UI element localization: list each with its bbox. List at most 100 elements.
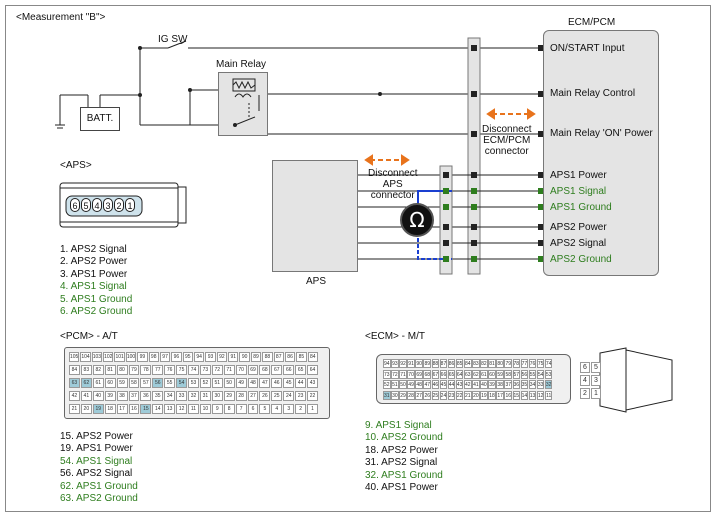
ecm-pin: 23 [447, 390, 456, 400]
pcm-pin: 72 [211, 365, 223, 375]
ecm-side-pin: 5 [591, 362, 601, 373]
pcm-pin: 78 [140, 365, 152, 375]
pcm-pin: 50 [223, 378, 235, 388]
ecm-pin: 76 [528, 359, 537, 368]
diagram-frame [5, 5, 711, 512]
pcm-pin: 83 [80, 365, 92, 375]
pin-list-item: 3. APS1 Power [60, 268, 128, 280]
ecm-pin: 63 [463, 369, 472, 379]
pin-list-item: 63. APS2 Ground [60, 493, 138, 504]
ecm-pin: 38 [496, 380, 504, 389]
aps-title: <APS> [60, 160, 92, 171]
pcm-pin: 56 [152, 378, 164, 388]
pcm-pin: 91 [228, 352, 239, 362]
pcm-pin: 96 [171, 352, 182, 362]
pcm-pin: 52 [199, 378, 211, 388]
pcm-pin: 43 [307, 378, 318, 388]
ecm-pin: 14 [520, 390, 529, 400]
ecm-pin: 82 [480, 359, 488, 368]
pcm-pin: 66 [283, 365, 295, 375]
ecm-pin-label: APS1 Ground [550, 202, 612, 213]
pcm-pin: 24 [283, 391, 295, 401]
pcm-pin: 84 [69, 365, 80, 375]
ecm-pin: 15 [512, 390, 521, 400]
pcm-pin: 94 [194, 352, 205, 362]
pin-list-item: 19. APS1 Power [60, 443, 133, 455]
ecm-pin: 44 [447, 380, 456, 389]
pcm-pin: 14 [152, 404, 164, 414]
pcm-pin: 100 [125, 352, 137, 362]
ecm-title: ECM/PCM [568, 17, 616, 28]
aps-connector-pin: 5 [81, 198, 91, 212]
ecm-pin: 52 [383, 380, 391, 389]
ecm-pin: 21 [463, 390, 472, 400]
ecm-side-pin: 1 [591, 388, 601, 399]
pcm-pin: 48 [247, 378, 259, 388]
pcm-pin: 18 [104, 404, 116, 414]
ecm-pin: 19 [480, 390, 488, 400]
ecm-pin: 94 [383, 359, 391, 368]
ecm-pin: 70 [407, 369, 415, 379]
pcm-pin: 74 [188, 365, 199, 375]
pcm-pin: 54 [176, 378, 188, 388]
pin-list-item: 62. APS1 Ground [60, 480, 138, 492]
ecm-pin: 60 [488, 369, 496, 379]
ecm-pin: 40 [480, 380, 488, 389]
pcm-pin: 17 [116, 404, 128, 414]
ecm-pin: 84 [463, 359, 472, 368]
ecm-pin: 31 [383, 390, 391, 400]
ecm-pin: 59 [496, 369, 504, 379]
pcm-pin: 76 [164, 365, 176, 375]
ecm-pin: 86 [447, 359, 456, 368]
ecm-pin: 13 [528, 390, 537, 400]
ecm-pin: 66 [439, 369, 448, 379]
pcm-pin: 71 [223, 365, 235, 375]
pcm-pin: 12 [176, 404, 188, 414]
ecm-pin: 11 [544, 390, 553, 400]
pcm-pin: 67 [271, 365, 283, 375]
ecm-pin: 62 [472, 369, 480, 379]
ecm-pin: 12 [536, 390, 545, 400]
pcm-pin: 51 [211, 378, 223, 388]
pcm-pin: 23 [295, 391, 307, 401]
ecm-pin: 46 [431, 380, 440, 389]
ecm-pin: 56 [520, 369, 529, 379]
pcm-pin: 28 [235, 391, 247, 401]
main-relay-label: Main Relay [216, 59, 267, 70]
pin-list-item: 4. APS1 Signal [60, 281, 127, 293]
ecm-pin-label: APS1 Signal [550, 186, 607, 197]
pcm-pin: 103 [91, 352, 103, 362]
pcm-pin: 90 [239, 352, 250, 362]
ecm-pin: 37 [504, 380, 513, 389]
pcm-pin: 62 [80, 378, 92, 388]
pcm-pin: 79 [128, 365, 140, 375]
ecm-pin: 69 [415, 369, 423, 379]
pcm-pin: 102 [103, 352, 114, 362]
ecm-pin: 28 [407, 390, 415, 400]
ecm-pin-label: Main Relay 'ON' Power [550, 128, 653, 139]
pcm-pin: 42 [69, 391, 80, 401]
pcm-pin: 68 [259, 365, 271, 375]
pcm-pin: 73 [199, 365, 211, 375]
aps-connector-pin: 6 [70, 198, 80, 212]
ecm-pin: 68 [423, 369, 432, 379]
ecm-pin: 91 [407, 359, 415, 368]
ecm-pin-label: APS1 Power [550, 170, 607, 181]
pcm-pin: 57 [140, 378, 152, 388]
pcm-pin: 44 [295, 378, 307, 388]
ecm-pin: 22 [455, 390, 464, 400]
ecm-pin: 90 [415, 359, 423, 368]
pcm-pin: 30 [211, 391, 223, 401]
pcm-pin: 101 [114, 352, 125, 362]
pcm-pin: 4 [271, 404, 283, 414]
ecm-pin: 74 [544, 359, 553, 368]
pcm-pin: 47 [259, 378, 271, 388]
pin-list-item: 18. APS2 Power [365, 444, 438, 456]
pcm-pin: 69 [247, 365, 259, 375]
pcm-pin: 13 [164, 404, 176, 414]
ecm-pin: 54 [536, 369, 545, 379]
